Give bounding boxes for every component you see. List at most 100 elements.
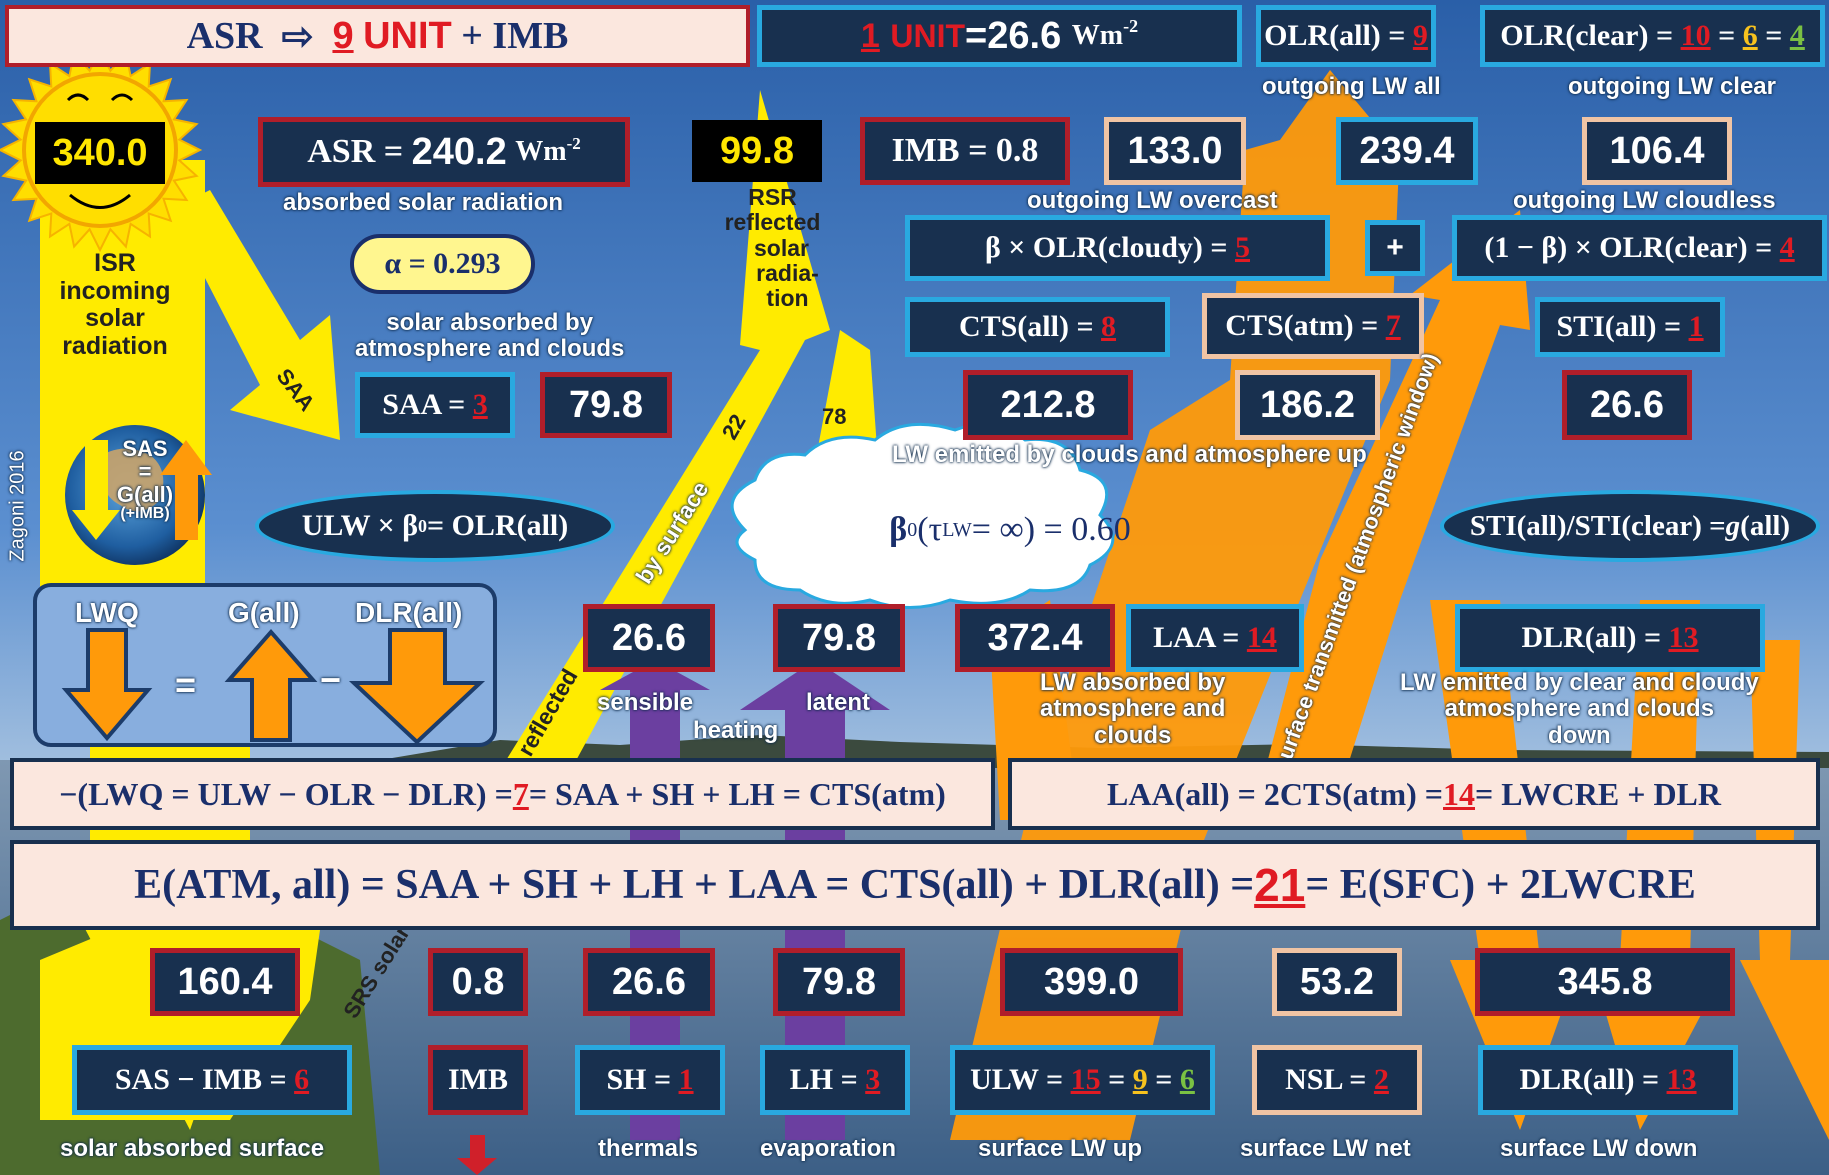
imb-box: IMB <box>428 1045 528 1115</box>
window-orange-arrow <box>1260 210 1530 790</box>
panel-minus: − <box>320 659 342 700</box>
solar-absorbed-surface-label: solar absorbed surface <box>60 1135 325 1162</box>
rsr-label-line: tion <box>766 285 809 312</box>
olr-clear-label: OLR(clear) = <box>1500 19 1674 52</box>
panel-equals: = <box>175 664 197 705</box>
earth-label: SAS = G(all) (+IMB) <box>110 437 180 523</box>
equals-sign: = <box>1155 1063 1173 1096</box>
label-line: down <box>1548 721 1611 749</box>
olr-clear-units-6: 6 <box>1742 19 1758 52</box>
olr-all-box: OLR(all) = 9 <box>1256 5 1436 67</box>
earth-label-line: SAS <box>122 436 168 461</box>
cts-all-label: CTS(all) = <box>958 310 1094 343</box>
oval-text: = OLR(all) <box>427 509 569 542</box>
equation-units: 21 <box>1254 859 1306 911</box>
nsl-units: 2 <box>1373 1063 1389 1096</box>
outgoing-lw-all-label: outgoing LW all <box>1262 73 1441 100</box>
oval-text: ULW × β <box>301 509 418 542</box>
sh-units: 1 <box>678 1063 694 1096</box>
sti-value: 26.6 <box>1562 370 1692 440</box>
outgoing-lw-clear-label: outgoing LW clear <box>1568 73 1776 100</box>
equation-text: −(LWQ = ULW − OLR − DLR) = <box>59 775 513 812</box>
earth-up-arrow <box>160 440 212 540</box>
dlr-bottom-units: 13 <box>1666 1063 1697 1096</box>
asr-unit-banner: ASR ⇨ 9 UNIT + IMB <box>5 5 750 67</box>
outgoing-lw-cloudless-label: outgoing LW cloudless <box>1513 187 1776 214</box>
cts-atm-label: CTS(atm) = <box>1225 309 1379 342</box>
sas-value: 160.4 <box>150 948 300 1016</box>
lh-mid-value: 79.8 <box>773 604 905 672</box>
cts-atm-box: CTS(atm) = 7 <box>1202 293 1424 359</box>
cts-all-box: CTS(all) = 8 <box>905 297 1170 357</box>
beta-cloudy-units: 5 <box>1235 231 1250 264</box>
outgoing-lw-overcast-label: outgoing LW overcast <box>1027 187 1278 214</box>
unit-units: Wm <box>1071 20 1124 51</box>
isr-label-line: ISR <box>94 249 136 277</box>
olr-clear-units-10: 10 <box>1680 19 1711 52</box>
imb-top-box: IMB = 0.8 <box>860 117 1070 185</box>
dlr-all-panel-label: DLR(all) <box>355 597 463 628</box>
lh-value: 79.8 <box>773 948 905 1016</box>
asr-unit-number: 9 <box>332 14 354 57</box>
lw-absorbed-label: LW absorbed by atmosphere and clouds <box>1040 669 1226 749</box>
sti-ratio-oval: STI(all)/STI(clear) = g(all) <box>1440 490 1820 562</box>
olr-all-value: 239.4 <box>1336 117 1478 185</box>
unit-word: UNIT <box>363 14 452 57</box>
sas-imb-box: SAS − IMB = 6 <box>72 1045 352 1115</box>
earth-label-line: = <box>138 459 152 485</box>
ulw-units-15: 15 <box>1070 1063 1101 1096</box>
watermark: Zagoni 2016 <box>6 450 29 562</box>
cts-all-value: 212.8 <box>963 370 1133 440</box>
ulw-units-9: 9 <box>1132 1063 1148 1096</box>
g-up-arrow-icon <box>224 628 318 742</box>
equals-sign: = <box>1108 1063 1126 1096</box>
imb-down-arrow <box>457 1135 497 1175</box>
asr-caption: absorbed solar radiation <box>283 189 564 216</box>
saa-box: SAA = 3 <box>355 372 515 438</box>
sh-mid-value: 26.6 <box>583 604 715 672</box>
lw-emitted-down-label: LW emitted by clear and cloudy atmospher… <box>1400 669 1759 749</box>
label-line: LW absorbed by <box>1040 669 1226 696</box>
cts-atm-value: 186.2 <box>1235 370 1380 440</box>
dlr-value: 345.8 <box>1475 948 1735 1016</box>
surface-lw-down-label: surface LW down <box>1500 1135 1698 1162</box>
lh-units: 3 <box>865 1063 881 1096</box>
unit-value: =26.6 <box>965 14 1062 57</box>
equation-units: 14 <box>1443 775 1475 812</box>
plus-box: + <box>1365 220 1425 276</box>
lw-emitted-up-label: LW emitted by clouds and atmosphere up <box>892 441 1367 468</box>
olr-all-units: 9 <box>1412 19 1428 52</box>
asr-exponent: -2 <box>566 134 581 153</box>
lwq-label: LWQ <box>75 597 139 628</box>
beta-symbol: β <box>889 511 908 548</box>
evaporation-label: evaporation <box>760 1135 897 1162</box>
latent-label: latent <box>806 689 871 716</box>
sas-imb-units: 6 <box>294 1063 310 1096</box>
cts-atm-units: 7 <box>1385 309 1401 342</box>
saa-units: 3 <box>472 388 488 421</box>
ulw-value: 399.0 <box>1000 948 1183 1016</box>
dlr-bottom-label: DLR(all) = <box>1519 1063 1660 1096</box>
asr-text: ASR <box>186 15 263 57</box>
rsr-label: RSR reflected solar radia- tion <box>715 184 830 312</box>
oval-text: STI(all)/STI(clear) = <box>1469 509 1726 542</box>
olr-overcast-value: 133.0 <box>1104 117 1246 185</box>
label-line: solar absorbed by <box>386 309 594 336</box>
lwq-equation: −(LWQ = ULW − OLR − DLR) = 7 = SAA + SH … <box>10 758 995 830</box>
laa-label: LAA = <box>1153 621 1240 654</box>
equation-text: = E(SFC) + 2LWCRE <box>1305 862 1696 908</box>
rsr-label-line: solar <box>754 234 809 261</box>
isr-label: ISR incoming solar radiation <box>40 249 190 360</box>
equation-text: = SAA + SH + LH = CTS(atm) <box>528 775 946 812</box>
rsr-yellow-arrow <box>500 90 830 790</box>
sti-all-units: 1 <box>1688 310 1704 343</box>
equals-sign: = <box>1718 19 1736 52</box>
imb-value: 0.8 <box>428 948 528 1016</box>
olr-clear-units-4: 4 <box>1789 19 1805 52</box>
nsl-value: 53.2 <box>1272 948 1402 1016</box>
unit-exponent: -2 <box>1123 16 1139 36</box>
unit-number: 1 <box>860 16 880 55</box>
label-line: atmosphere and clouds <box>1444 695 1715 723</box>
